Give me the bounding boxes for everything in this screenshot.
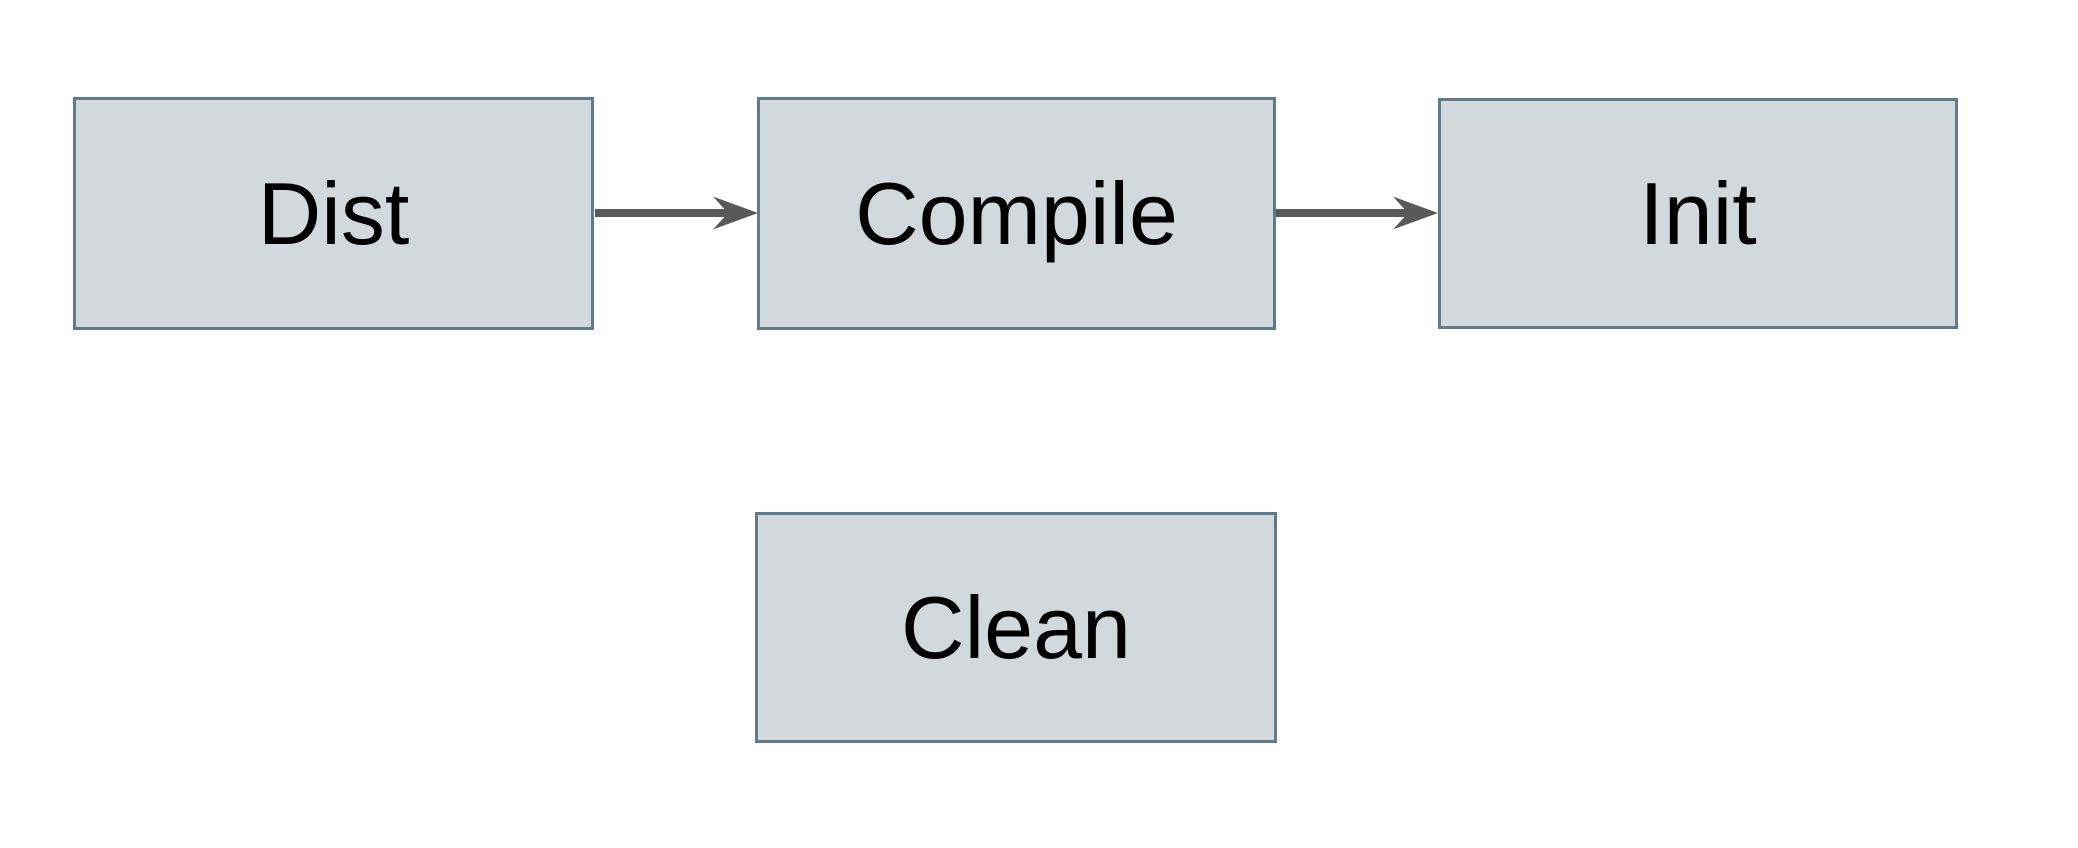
- connector-arrow-dist-to-compile[interactable]: [595, 196, 758, 230]
- node-dist-label: Dist: [257, 163, 410, 263]
- node-clean-label: Clean: [901, 577, 1131, 677]
- arrow-head-icon: [713, 196, 758, 230]
- node-dist[interactable]: Dist: [73, 97, 594, 330]
- arrow-head-icon: [1393, 196, 1438, 230]
- node-init[interactable]: Init: [1438, 98, 1958, 329]
- node-compile[interactable]: Compile: [757, 97, 1276, 330]
- node-clean[interactable]: Clean: [755, 512, 1277, 743]
- connector-arrow-compile-to-init[interactable]: [1276, 196, 1438, 230]
- node-compile-label: Compile: [855, 163, 1178, 263]
- node-init-label: Init: [1639, 163, 1757, 263]
